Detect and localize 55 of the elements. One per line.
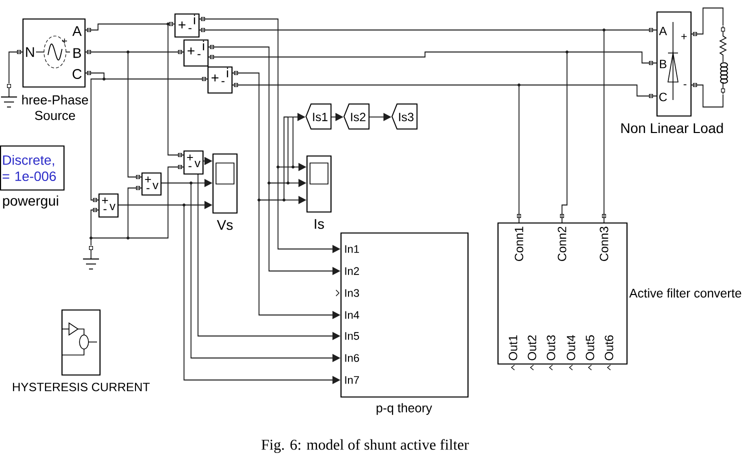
wire (168, 24, 184, 156)
ground-symbol (0, 84, 18, 108)
wire (128, 188, 142, 238)
port-label: In7 (345, 376, 359, 384)
ground-symbol (82, 246, 100, 270)
wire (90, 236, 92, 246)
powergui-block: Discrete, = 1e-006 (0, 145, 65, 191)
wire (208, 50, 568, 58)
signal-line (288, 116, 294, 118)
wire (128, 52, 142, 178)
wire (85, 72, 106, 80)
rl-load-symbol (719, 26, 728, 94)
wire (90, 210, 99, 238)
wire (562, 52, 568, 223)
scope-block (212, 153, 238, 214)
wire (90, 236, 130, 240)
signal-line (208, 46, 270, 184)
signal-line (292, 116, 294, 168)
block-label: hree-Phase Source (22, 94, 88, 120)
wire (90, 78, 104, 200)
signal-line (284, 116, 288, 200)
signal-line (258, 198, 286, 202)
wire (518, 84, 657, 96)
wire (85, 50, 130, 54)
port-label: In2 (345, 267, 359, 275)
wire (232, 84, 520, 86)
wire (566, 52, 657, 64)
block-label: Non Linear Load (621, 122, 723, 134)
port-label: In6 (345, 354, 359, 362)
signal-line (278, 166, 294, 168)
wire (85, 22, 170, 30)
wire (691, 8, 724, 34)
block-label: Active filter converte (629, 288, 742, 298)
figure-caption: Fig. 6: model of shunt active filter (262, 439, 469, 453)
port-label: In3 (345, 289, 359, 297)
block-label: Is (314, 219, 324, 229)
wire (691, 84, 724, 108)
wire (128, 166, 184, 238)
signal-line (232, 72, 260, 202)
signal-line (268, 182, 290, 184)
port-label: In1 (345, 245, 359, 253)
signal-line (118, 204, 186, 206)
wire (104, 78, 208, 80)
signal-line (161, 182, 192, 184)
block-label: p-q theory (376, 403, 432, 415)
signal-line (199, 18, 280, 168)
wire (8, 52, 23, 84)
scope-block (306, 155, 332, 213)
block-label: Vs (216, 220, 233, 230)
wire (199, 28, 606, 32)
port-label: In4 (345, 311, 360, 319)
wire (518, 84, 520, 223)
port-label: In5 (345, 332, 360, 340)
block-label: HYSTERESIS CURRENT (12, 382, 150, 392)
block-label: powergui (3, 195, 58, 209)
